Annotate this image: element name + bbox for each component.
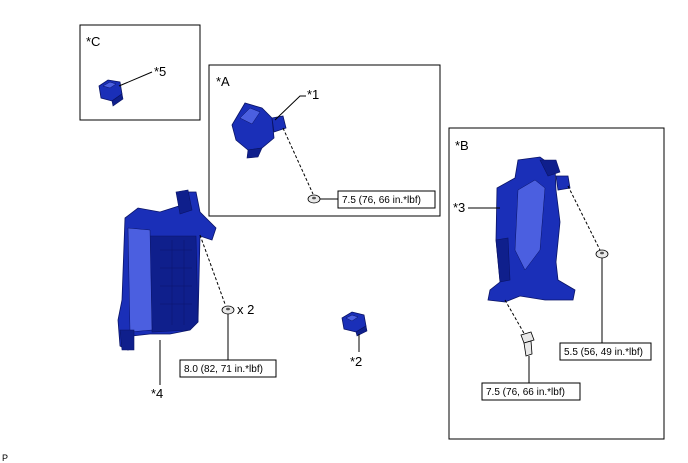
nut-ecu-icon — [221, 305, 235, 315]
nut-a-icon — [307, 194, 321, 204]
part-4-label: *4 — [151, 386, 163, 401]
torque-box-a — [337, 190, 436, 209]
part-1-bracket — [231, 102, 287, 159]
torque-box-ecu — [179, 359, 277, 378]
dash-ecu-nut — [199, 234, 226, 305]
part-3-label: *3 — [453, 200, 465, 215]
leader-1 — [274, 95, 306, 121]
leader-5 — [118, 71, 153, 87]
detail-a-label: *A — [216, 74, 230, 89]
detail-c-label: *C — [86, 34, 100, 49]
part-2-label: *2 — [350, 354, 362, 369]
part-5-connector — [98, 79, 124, 107]
torque-ecu-nut: 8.0 (82, 71 in.*lbf) — [184, 364, 263, 375]
nut-quantity: x 2 — [237, 302, 254, 317]
torque-a-nut: 7.5 (76, 66 in.*lbf) — [342, 195, 421, 206]
torque-box-b-bolt — [481, 382, 581, 401]
ecu-connector-grid — [160, 240, 192, 325]
part-3-mounting-bracket — [487, 156, 576, 303]
part-4-ecu-assembly — [117, 189, 217, 351]
detail-box-c: *C *5 — [79, 24, 201, 121]
bolt-b-icon — [520, 331, 535, 357]
torque-b-bolt: 7.5 (76, 66 in.*lbf) — [486, 387, 565, 398]
part-5-label: *5 — [154, 64, 166, 79]
detail-b-label: *B — [455, 138, 469, 153]
detail-box-c-frame — [79, 24, 201, 121]
dash-b-nut — [567, 185, 601, 251]
dash-b-bolt — [504, 299, 526, 336]
detail-box-a-frame — [208, 64, 441, 217]
part-2-connector — [341, 311, 368, 337]
detail-box-a: *A *1 7.5 (76, 66 in.*lbf) — [208, 64, 441, 217]
torque-b-nut: 5.5 (56, 49 in.*lbf) — [564, 347, 643, 358]
detail-box-b: *B *3 5.5 (56, 49 in.*lbf) 7.5 (76, 66 i… — [448, 127, 665, 440]
nut-b-icon — [595, 249, 609, 259]
dash-a-nut — [282, 127, 314, 195]
corner-mark: P — [2, 453, 8, 463]
part-1-label: *1 — [307, 87, 319, 102]
detail-box-b-frame — [448, 127, 665, 440]
torque-box-b-nut — [559, 342, 652, 361]
